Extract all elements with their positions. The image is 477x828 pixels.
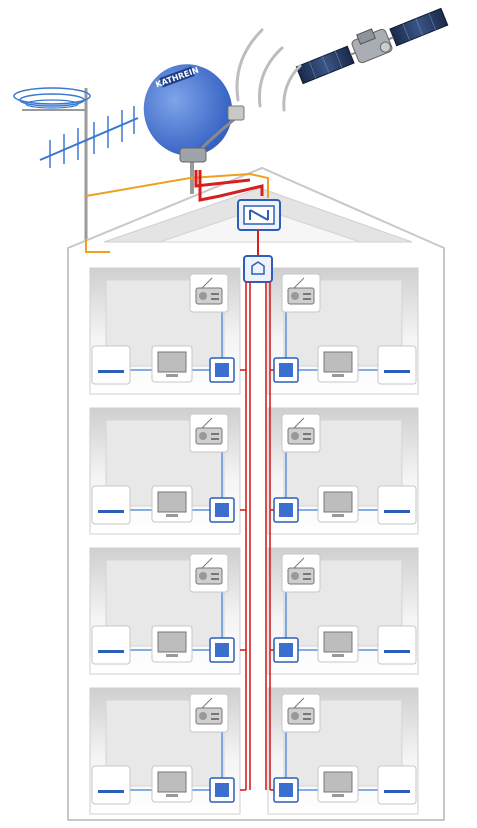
receiver-icon [91,345,131,385]
tv-icon [317,345,359,383]
radio-icon [189,693,229,733]
tv-icon [151,485,193,523]
radio-icon [281,693,321,733]
terrestrial-antenna-icon [13,87,139,240]
radio-icon [281,553,321,593]
satellite-dish-icon: KATHREIN [143,64,245,194]
cable-risers [240,230,274,791]
wall-outlet-icon [273,637,299,663]
wall-outlet-icon [209,637,235,663]
receiver-icon [377,765,417,805]
receiver-icon [91,625,131,665]
tv-icon [317,625,359,663]
receiver-icon [91,485,131,525]
radio-icon [189,413,229,453]
receiver-icon [377,345,417,385]
tv-icon [151,765,193,803]
receiver-icon [377,625,417,665]
room-left [89,547,241,675]
floors [89,267,419,815]
wall-outlet-icon [209,497,235,523]
radio-icon [189,273,229,313]
satellite-icon [295,7,449,85]
wall-outlet-icon [273,357,299,383]
splitter-icon [243,255,273,283]
wall-outlet-icon [209,777,235,803]
tv-icon [151,625,193,663]
wall-outlet-icon [209,357,235,383]
room-right [267,407,419,535]
tv-icon [151,345,193,383]
tv-icon [317,765,359,803]
multiswitch-icon [237,199,281,231]
room-right [267,687,419,815]
signal-waves [235,28,302,112]
radio-icon [281,413,321,453]
wall-outlet-icon [273,777,299,803]
room-left [89,267,241,395]
cable-satellite [194,170,264,202]
radio-icon [281,273,321,313]
room-right [267,267,419,395]
room-left [89,407,241,535]
cable-terrestrial [85,172,269,253]
receiver-icon [91,765,131,805]
wall-outlet-icon [273,497,299,523]
tv-icon [317,485,359,523]
room-right [267,547,419,675]
room-left [89,687,241,815]
receiver-icon [377,485,417,525]
radio-icon [189,553,229,593]
